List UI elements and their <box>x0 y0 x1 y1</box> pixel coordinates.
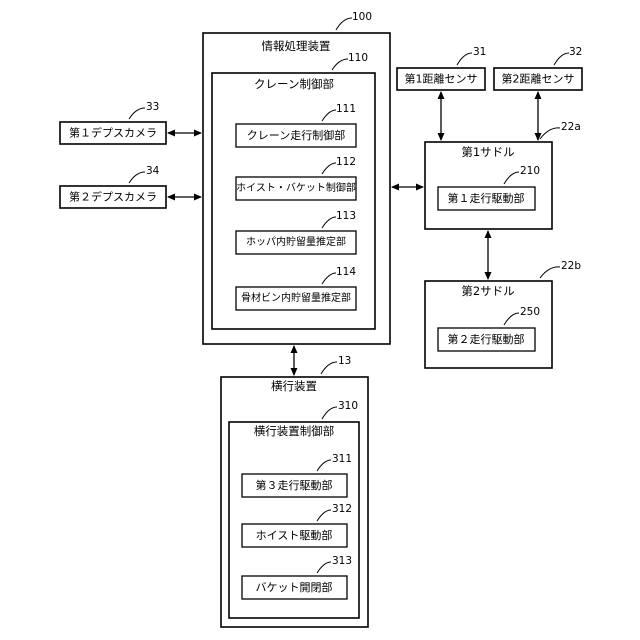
info-device-label: 情報処理装置 <box>262 39 331 53</box>
hoist-bucket-ref: 112 <box>336 156 356 168</box>
aggregate-estimate-ref: 114 <box>336 266 356 278</box>
travel-drive-2-label: 第２走行駆動部 <box>448 332 525 346</box>
saddle-2-label: 第2サドル <box>461 284 514 298</box>
distance-sensor-1: 第1距離センサ 31 <box>397 46 486 90</box>
hoist-bucket-label: ホイスト・バケット制御部 <box>236 181 356 194</box>
distance-sensor-1-ref: 31 <box>473 46 486 58</box>
travel-drive-2-ref: 250 <box>520 306 540 318</box>
travel-drive-3-label: 第３走行駆動部 <box>256 478 333 492</box>
saddle-1-ref: 22a <box>561 121 581 133</box>
traverse-control-ref: 310 <box>338 400 358 412</box>
hopper-estimate-label: ホッパ内貯留量推定部 <box>246 235 346 248</box>
crane-travel-label: クレーン走行制御部 <box>247 128 345 142</box>
depth-camera-2-label: 第２デプスカメラ <box>69 190 157 204</box>
aggregate-estimate-label: 骨材ビン内貯留量推定部 <box>241 291 351 304</box>
travel-drive-1-ref: 210 <box>520 165 540 177</box>
saddle-1: 第1サドル 22a <box>425 121 581 229</box>
distance-sensor-2: 第2距離センサ 32 <box>494 46 582 90</box>
hopper-estimate-ref: 113 <box>336 210 356 222</box>
crane-control-label: クレーン制御部 <box>254 77 334 91</box>
saddle-1-label: 第1サドル <box>461 145 514 159</box>
bucket-open-close-ref: 313 <box>332 555 352 567</box>
traverse-device-ref: 13 <box>338 355 351 367</box>
traverse-control-label: 横行装置制御部 <box>254 424 335 438</box>
traverse-device-label: 横行装置 <box>271 379 317 393</box>
depth-camera-1-ref: 33 <box>146 101 159 113</box>
hoist-drive-ref: 312 <box>332 503 352 515</box>
distance-sensor-2-label: 第2距離センサ <box>502 72 575 86</box>
depth-camera-2: 第２デプスカメラ 34 <box>60 165 166 208</box>
depth-camera-1-label: 第１デプスカメラ <box>69 126 157 140</box>
travel-drive-3-ref: 311 <box>332 453 352 465</box>
hoist-drive-label: ホイスト駆動部 <box>256 528 333 542</box>
distance-sensor-1-label: 第1距離センサ <box>405 72 478 86</box>
depth-camera-1: 第１デプスカメラ 33 <box>60 101 166 144</box>
info-device-ref: 100 <box>352 11 372 23</box>
distance-sensor-2-ref: 32 <box>569 46 582 58</box>
crane-control-ref: 110 <box>348 52 368 64</box>
depth-camera-2-ref: 34 <box>146 165 160 177</box>
bucket-open-close-label: バケット開閉部 <box>256 580 333 594</box>
travel-drive-1-label: 第１走行駆動部 <box>448 191 525 205</box>
saddle-2-ref: 22b <box>561 260 581 272</box>
saddle-2: 第2サドル 22b <box>425 260 581 368</box>
crane-travel-ref: 111 <box>336 103 356 115</box>
